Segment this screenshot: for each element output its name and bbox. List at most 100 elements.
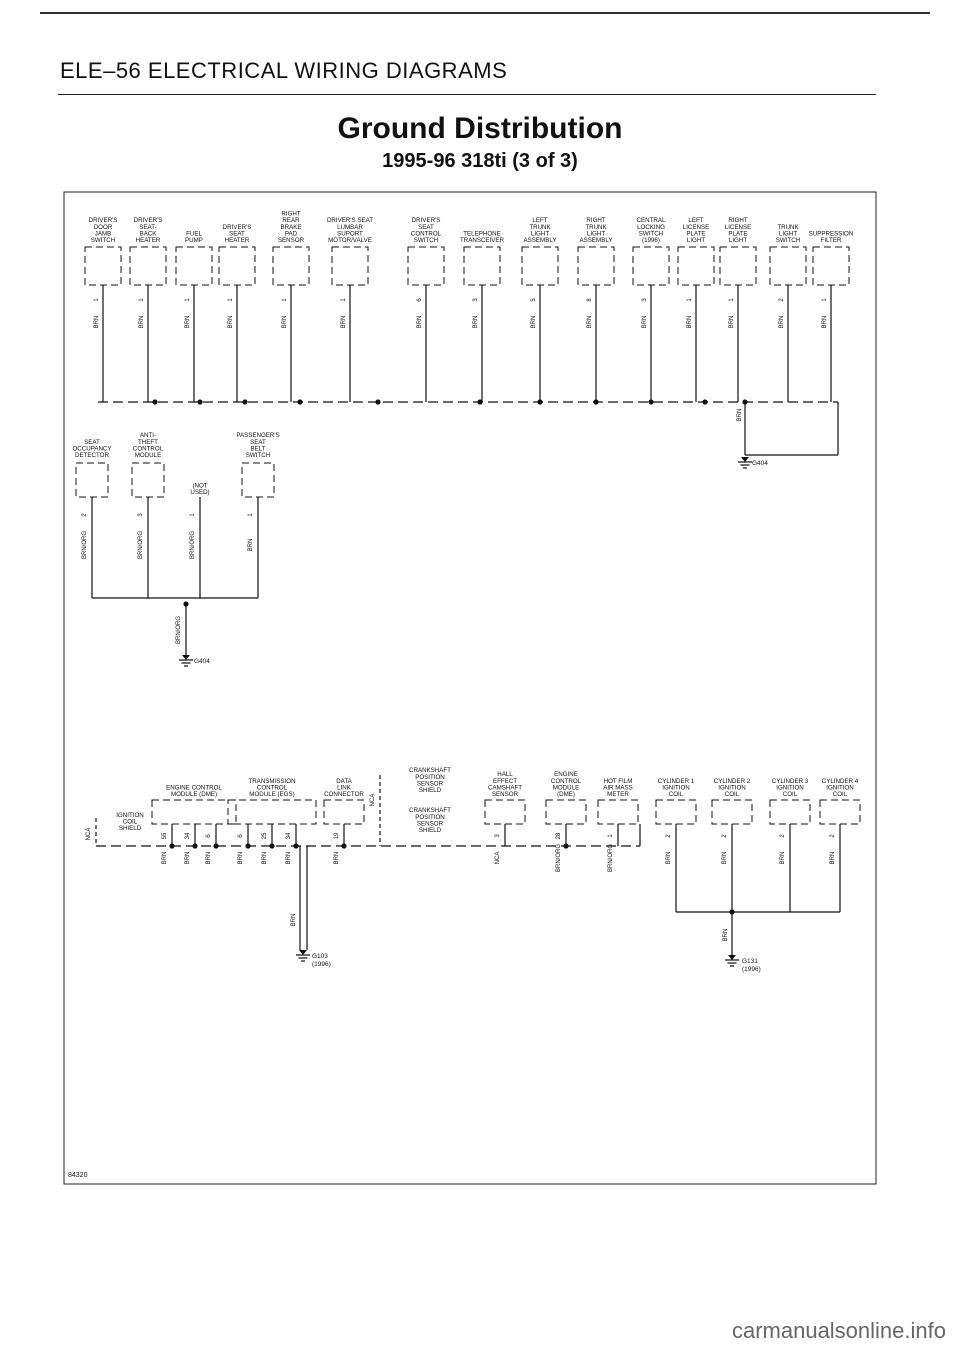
- bottom-component-label: CONTROL: [551, 778, 582, 785]
- bottom-component-label: DATA: [336, 778, 352, 785]
- splice-point: [648, 399, 654, 405]
- wire-color-label: BRN: [162, 852, 168, 865]
- top-component-label: DRIVER'S: [134, 217, 163, 224]
- top-component-label: DRIVER'S: [412, 217, 441, 224]
- ground-note-label: (1996): [742, 966, 761, 973]
- top-component-label: CONTROL: [411, 230, 442, 237]
- ground-symbol: [299, 950, 307, 955]
- bottom-component-label: IGNITION: [718, 784, 746, 791]
- connector-box: [769, 246, 807, 286]
- bottom-component-label: CONNECTOR: [324, 791, 364, 798]
- wire-color-label: BRN: [417, 316, 423, 329]
- wire-color-label: BRN: [262, 852, 268, 865]
- pin-number: 6: [417, 298, 423, 302]
- top-component-label: ASSEMBLY: [580, 237, 613, 244]
- bottom-component-label: IGNITION: [662, 784, 690, 791]
- pin-number: 1: [822, 298, 828, 302]
- wire-color-label: BRN: [642, 316, 648, 329]
- top-component-label: LICENSE: [683, 224, 709, 231]
- splice-point: [297, 399, 303, 405]
- connector-box: [131, 462, 165, 498]
- top-component-label: SEAT-: [139, 224, 156, 231]
- mid-component-label: OCCUPANCY: [72, 445, 111, 452]
- top-component-label: LEFT: [688, 217, 703, 224]
- pin-number: 1: [94, 298, 100, 302]
- pin-number: 3: [138, 513, 144, 517]
- pin-number: 3: [642, 298, 648, 302]
- top-component-label: PAD: [285, 230, 298, 237]
- connector-box: [272, 246, 310, 286]
- splice-point: [169, 843, 175, 849]
- pin-number: 6: [206, 834, 212, 838]
- connector-box: [597, 799, 639, 825]
- wire-color-label: NCA: [370, 794, 376, 807]
- wire-color-label: BRN: [282, 316, 288, 329]
- wire-color-label: BRN: [341, 316, 347, 329]
- shield-label: SENSOR: [417, 820, 444, 827]
- splice-point: [593, 399, 599, 405]
- connector-box: [241, 462, 275, 498]
- pin-number: 3: [495, 834, 501, 838]
- pin-number: 28: [556, 832, 562, 839]
- header-rule: [58, 94, 876, 95]
- pin-number: 2: [666, 834, 672, 838]
- mid-component-label: SEAT: [84, 439, 100, 446]
- top-component-label: TRANSCEIVER: [460, 237, 505, 244]
- bottom-component-label: HALL: [497, 771, 513, 778]
- bottom-component-label: ENGINE CONTROL: [166, 784, 222, 791]
- pin-number: 34: [286, 832, 292, 839]
- wire-color-label: BRN/ORG: [82, 531, 88, 559]
- bottom-component-label: CYLINDER 4: [822, 778, 859, 785]
- connector-box: [655, 799, 697, 825]
- bottom-component-label: IGNITION: [826, 784, 854, 791]
- pin-number: 1: [341, 298, 347, 302]
- ground-symbol: [741, 457, 749, 462]
- top-component-label: RIGHT: [728, 217, 747, 224]
- mid-component-label: ANTI-: [140, 432, 156, 439]
- pin-number: 55: [162, 832, 168, 839]
- bottom-component-label: AIR MASS: [603, 784, 633, 791]
- bottom-component-label: ENGINE: [554, 771, 578, 778]
- top-component-label: LIGHT: [531, 230, 549, 237]
- wire-color-label: BRN: [473, 316, 479, 329]
- splice-point: [269, 843, 275, 849]
- top-component-label: PLATE: [728, 230, 747, 237]
- bottom-component-label: IGNITION: [776, 784, 804, 791]
- wire-color-label: BRN: [334, 852, 340, 865]
- shield-label: POSITION: [415, 774, 445, 781]
- connector-box: [129, 246, 167, 286]
- top-component-label: TRUNK: [777, 224, 799, 231]
- top-component-label: PLATE: [686, 230, 705, 237]
- wire-color-label: BRN: [228, 316, 234, 329]
- splice-point: [477, 399, 483, 405]
- top-component-label: LIGHT: [729, 237, 747, 244]
- connector-box: [632, 246, 670, 286]
- connector-box: [677, 246, 715, 286]
- pin-number: 2: [830, 834, 836, 838]
- ground-id-label: G131: [742, 958, 758, 965]
- connector-box: [812, 246, 850, 286]
- mid-component-label: BELT: [250, 445, 265, 452]
- top-component-label: PUMP: [185, 237, 203, 244]
- mid-component-label: SEAT: [250, 439, 266, 446]
- bottom-component-label: CYLINDER 3: [772, 778, 809, 785]
- top-component-label: SUPORT: [337, 230, 363, 237]
- top-component-label: RIGHT: [586, 217, 605, 224]
- connector-box: [545, 799, 587, 825]
- shield-label: POSITION: [415, 814, 445, 821]
- shield-label: SENSOR: [417, 780, 444, 787]
- splice-point: [729, 909, 735, 915]
- shield-label: SHIELD: [419, 827, 442, 834]
- figure-id: 84320: [68, 1172, 88, 1179]
- ground-symbol: [182, 655, 190, 660]
- ground-id-label: G404: [752, 460, 768, 467]
- splice-point: [341, 843, 347, 849]
- pin-number: 1: [282, 298, 288, 302]
- connector-box: [227, 799, 317, 825]
- page-header: ELE–56 ELECTRICAL WIRING DIAGRAMS: [60, 58, 508, 83]
- pin-number: 1: [190, 513, 196, 517]
- splice-point: [242, 399, 248, 405]
- top-component-label: REAR: [282, 217, 300, 224]
- top-border-rule: [40, 12, 930, 14]
